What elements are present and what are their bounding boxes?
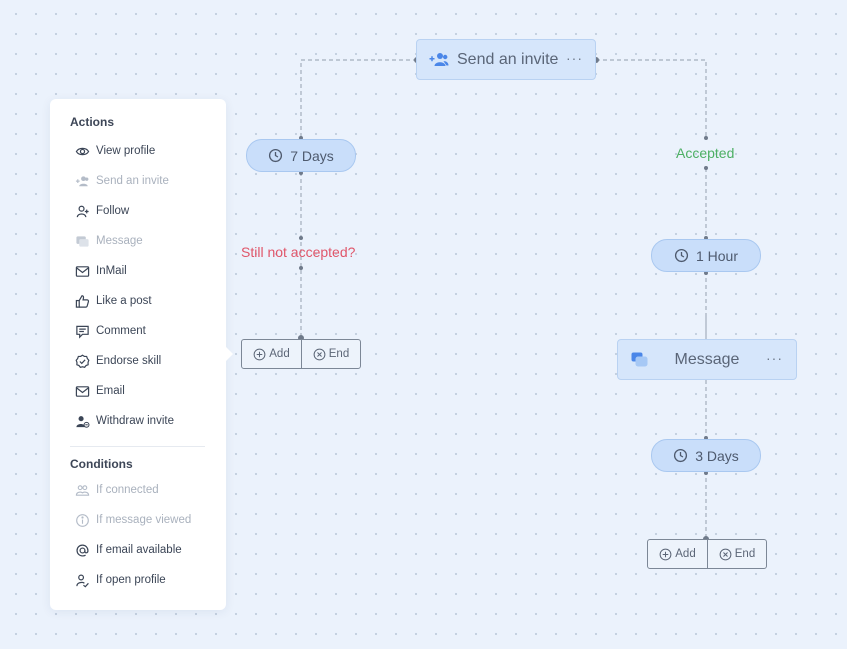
action-endorse-skill[interactable]: Endorse skill bbox=[74, 352, 161, 370]
mail-icon bbox=[74, 383, 90, 399]
action-email[interactable]: Email bbox=[74, 382, 125, 400]
action-comment[interactable]: Comment bbox=[74, 322, 146, 340]
action-follow[interactable]: Follow bbox=[74, 202, 129, 220]
message-node[interactable]: Message bbox=[617, 339, 797, 380]
end-label: End bbox=[328, 348, 350, 360]
end-label: End bbox=[734, 548, 756, 560]
wait-1-hour-pill[interactable]: 1 Hour bbox=[651, 239, 761, 272]
left-end-button[interactable]: End bbox=[301, 340, 360, 368]
left-add-end-group: Add End bbox=[241, 339, 361, 369]
wait-7-days-pill[interactable]: 7 Days bbox=[246, 139, 356, 172]
wait-1-hour-label: 1 Hour bbox=[695, 247, 739, 264]
action-view-profile[interactable]: View profile bbox=[74, 142, 155, 160]
send-invite-node[interactable]: Send an invite bbox=[416, 39, 596, 80]
action-label: Send an invite bbox=[96, 175, 169, 187]
clock-icon bbox=[674, 248, 689, 263]
right-add-end-group: Add End bbox=[647, 539, 767, 569]
user-withdraw-icon bbox=[74, 413, 90, 429]
user-plus-icon bbox=[429, 51, 449, 69]
action-like-post[interactable]: Like a post bbox=[74, 292, 152, 310]
action-label: Endorse skill bbox=[96, 355, 162, 367]
conditions-title: Conditions bbox=[70, 457, 133, 471]
message-more-button[interactable]: ··· bbox=[766, 350, 783, 366]
thumbs-up-icon bbox=[74, 293, 90, 309]
plus-circle-icon bbox=[253, 348, 266, 360]
action-label: InMail bbox=[96, 265, 127, 277]
user-check-icon bbox=[74, 572, 90, 588]
actions-title: Actions bbox=[70, 115, 115, 129]
comment-icon bbox=[74, 323, 90, 339]
badge-check-icon bbox=[74, 353, 90, 369]
action-withdraw-invite[interactable]: Withdraw invite bbox=[74, 412, 174, 430]
wait-3-days-pill[interactable]: 3 Days bbox=[651, 439, 761, 472]
info-icon bbox=[74, 512, 90, 528]
condition-label: If connected bbox=[96, 484, 159, 496]
x-circle-icon bbox=[719, 548, 732, 560]
action-label: Message bbox=[96, 235, 143, 247]
plus-circle-icon bbox=[659, 548, 672, 560]
actions-panel: Actions View profile Send an invite Foll… bbox=[50, 99, 233, 610]
accepted-label: Accepted bbox=[676, 145, 735, 161]
user-plus-icon bbox=[74, 173, 90, 189]
message-label: Message bbox=[674, 350, 740, 368]
connected-icon bbox=[74, 482, 90, 498]
action-message[interactable]: Message bbox=[74, 232, 143, 250]
send-invite-label: Send an invite bbox=[457, 50, 559, 68]
add-label: Add bbox=[269, 348, 290, 360]
action-label: Withdraw invite bbox=[96, 415, 174, 427]
mail-icon bbox=[74, 263, 90, 279]
condition-label: If open profile bbox=[96, 574, 166, 586]
right-add-button[interactable]: Add bbox=[648, 540, 707, 568]
condition-if-connected[interactable]: If connected bbox=[74, 481, 159, 499]
send-invite-more-button[interactable]: ··· bbox=[566, 50, 583, 66]
message-icon bbox=[74, 233, 90, 249]
right-end-button[interactable]: End bbox=[707, 540, 766, 568]
action-send-invite[interactable]: Send an invite bbox=[74, 172, 169, 190]
action-label: Like a post bbox=[96, 295, 152, 307]
message-icon bbox=[631, 352, 649, 368]
x-circle-icon bbox=[313, 348, 326, 360]
left-add-button[interactable]: Add bbox=[242, 340, 301, 368]
panel-divider bbox=[70, 446, 205, 447]
condition-if-open-profile[interactable]: If open profile bbox=[74, 571, 166, 589]
action-label: View profile bbox=[96, 145, 156, 157]
action-label: Comment bbox=[96, 325, 146, 337]
action-inmail[interactable]: InMail bbox=[74, 262, 127, 280]
not-accepted-label: Still not accepted? bbox=[241, 244, 356, 260]
condition-if-message-viewed[interactable]: If message viewed bbox=[74, 511, 191, 529]
eye-icon bbox=[74, 143, 90, 159]
action-label: Follow bbox=[96, 205, 130, 217]
condition-label: If message viewed bbox=[96, 514, 192, 526]
action-label: Email bbox=[96, 385, 125, 397]
clock-icon bbox=[268, 148, 283, 163]
wait-7-days-label: 7 Days bbox=[290, 147, 334, 164]
clock-icon bbox=[673, 448, 688, 463]
condition-if-email-available[interactable]: If email available bbox=[74, 541, 182, 559]
condition-label: If email available bbox=[96, 544, 182, 556]
add-label: Add bbox=[675, 548, 696, 560]
at-icon bbox=[74, 542, 90, 558]
wait-3-days-label: 3 Days bbox=[695, 447, 739, 464]
user-icon bbox=[74, 203, 90, 219]
